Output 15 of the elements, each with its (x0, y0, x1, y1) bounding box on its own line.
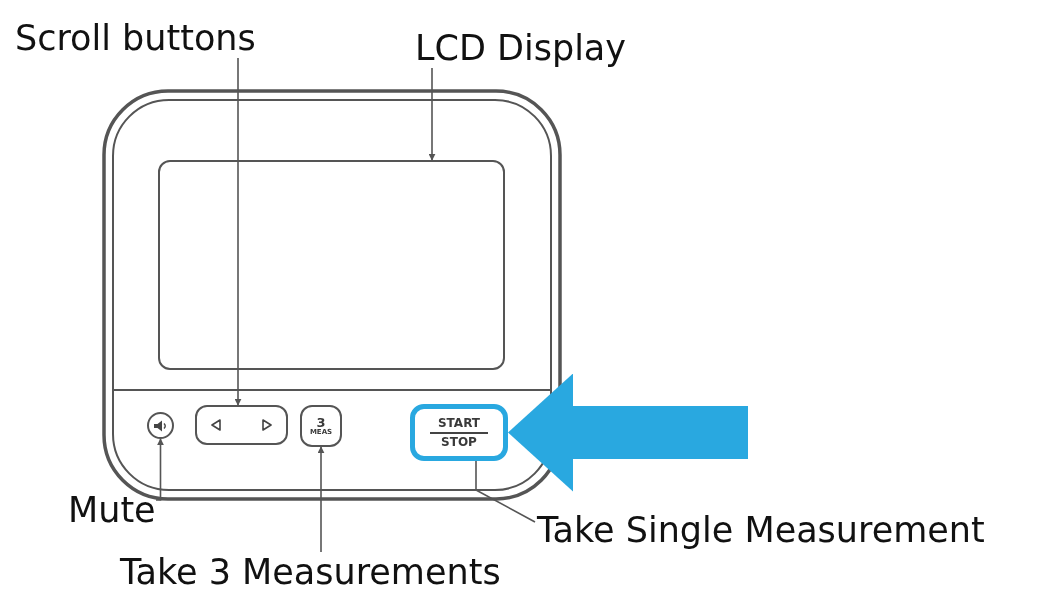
leader-line (234, 57, 242, 406)
leader-line (428, 67, 436, 161)
callout-label: Take 3 Measurements (120, 552, 501, 592)
lcd-screen (158, 160, 505, 370)
callout-label: Mute (68, 490, 156, 530)
arrow (508, 373, 748, 492)
callout-label: Scroll buttons (15, 18, 256, 58)
leader-line (475, 460, 536, 523)
scroll-button (195, 405, 288, 445)
callout-label: Take Single Measurement (537, 510, 985, 550)
mute-button (147, 412, 174, 439)
callout-label: LCD Display (415, 28, 627, 68)
start-stop-button: START STOP (410, 404, 508, 461)
leader-line (155, 438, 164, 501)
leader-line (317, 446, 325, 553)
